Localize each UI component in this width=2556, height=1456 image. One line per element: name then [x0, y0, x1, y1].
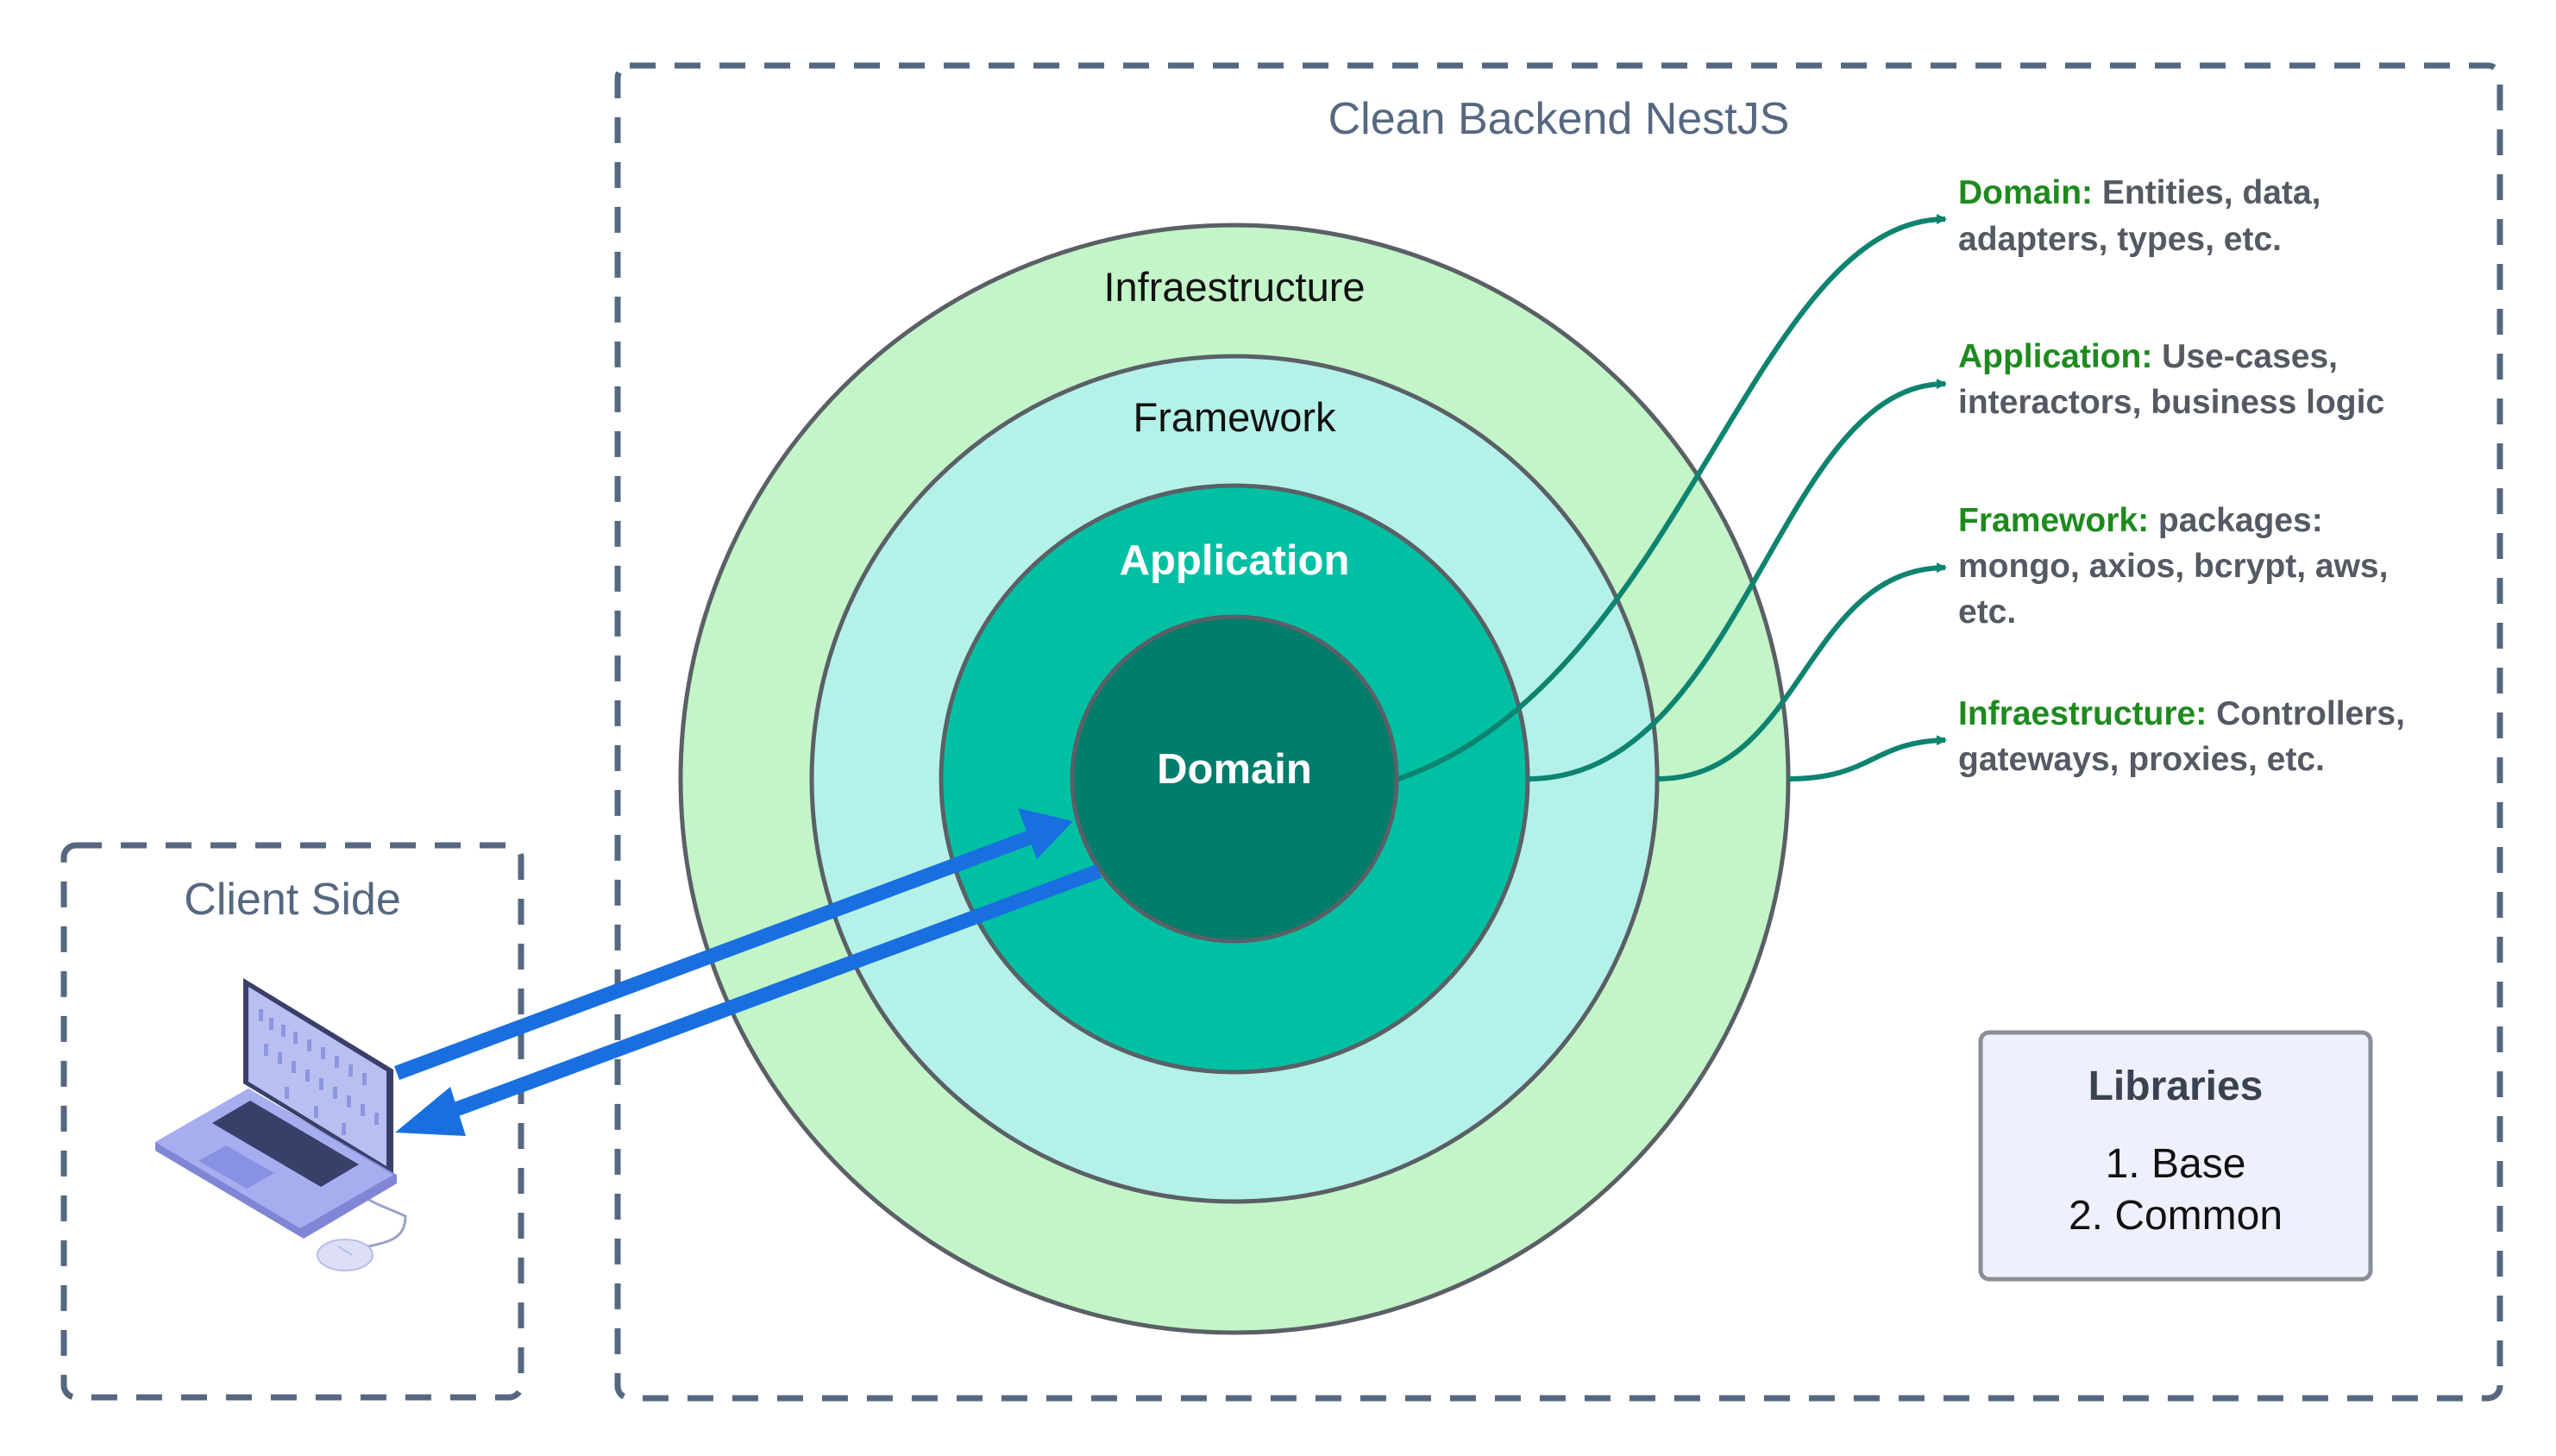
- request-arrowhead: [1018, 808, 1073, 859]
- description-separator: :: [2138, 502, 2149, 539]
- response-arrow: [444, 864, 1102, 1120]
- layer-rings: [678, 223, 1791, 1335]
- response-arrowhead: [395, 1087, 466, 1136]
- svg-text:Infraestructure: Controllers,: Infraestructure: Controllers,: [1958, 695, 2405, 732]
- description-key: Infraestructure: [1958, 695, 2195, 732]
- request-arrow: [394, 830, 1034, 1080]
- ring-domain[interactable]: [1070, 614, 1399, 944]
- libraries-title: Libraries: [2088, 1064, 2264, 1109]
- description-key: Framework: [1958, 502, 2138, 539]
- library-item: 1. Base: [2106, 1141, 2246, 1187]
- backend-container: [614, 62, 2503, 1402]
- libraries-box: Libraries 1. Base 2. Common: [1978, 1030, 2373, 1282]
- description-separator: :: [2141, 338, 2152, 375]
- description-application: Application: Use-cases, interactors, bus…: [1958, 338, 2384, 421]
- connector-application: [1527, 379, 1947, 781]
- description-key: Application: [1958, 338, 2141, 375]
- description-key: Domain: [1958, 174, 2082, 211]
- laptop-icon: [155, 978, 407, 1251]
- mouse-icon: [317, 1239, 374, 1271]
- connector-domain: [1397, 214, 1947, 781]
- layer-label-application: Application: [1120, 537, 1350, 584]
- layer-connectors: [1397, 214, 1947, 781]
- layer-label-infraestructure: Infraestructure: [1103, 264, 1365, 310]
- description-line: packages:: [2149, 502, 2323, 539]
- backend-title: Clean Backend NestJS: [1328, 94, 1790, 144]
- library-item: 2. Common: [2069, 1193, 2283, 1239]
- layer-label-domain: Domain: [1157, 746, 1312, 793]
- request-response-arrows: [394, 808, 1102, 1136]
- description-infraestructure: Infraestructure: Controllers, gateways, …: [1958, 695, 2405, 778]
- description-line: Entities, data,: [2093, 174, 2320, 211]
- svg-text:Framework: packages:: Framework: packages:: [1958, 502, 2323, 539]
- description-line: adapters, types, etc.: [1958, 221, 2282, 258]
- description-separator: :: [2082, 174, 2093, 211]
- svg-text:Application: Use-cases,: Application: Use-cases,: [1958, 338, 2338, 375]
- description-line: mongo, axios, bcrypt, aws,: [1958, 548, 2388, 585]
- description-separator: :: [2195, 695, 2207, 732]
- description-line: gateways, proxies, etc.: [1958, 741, 2325, 778]
- description-framework: Framework: packages: mongo, axios, bcryp…: [1958, 502, 2388, 631]
- description-line: etc.: [1958, 593, 2016, 631]
- description-domain: Domain: Entities, data, adapters, types,…: [1958, 174, 2320, 258]
- description-line: interactors, business logic: [1958, 384, 2384, 421]
- client-title: Client Side: [184, 875, 400, 925]
- svg-text:Domain: Entities, data,: Domain: Entities, data,: [1958, 174, 2320, 211]
- layer-label-framework: Framework: [1133, 394, 1336, 440]
- description-line: Use-cases,: [2152, 338, 2338, 375]
- client-container: [60, 842, 524, 1401]
- description-line: Controllers,: [2207, 695, 2405, 732]
- connector-infraestructure: [1787, 735, 1947, 781]
- connector-framework: [1656, 562, 1947, 781]
